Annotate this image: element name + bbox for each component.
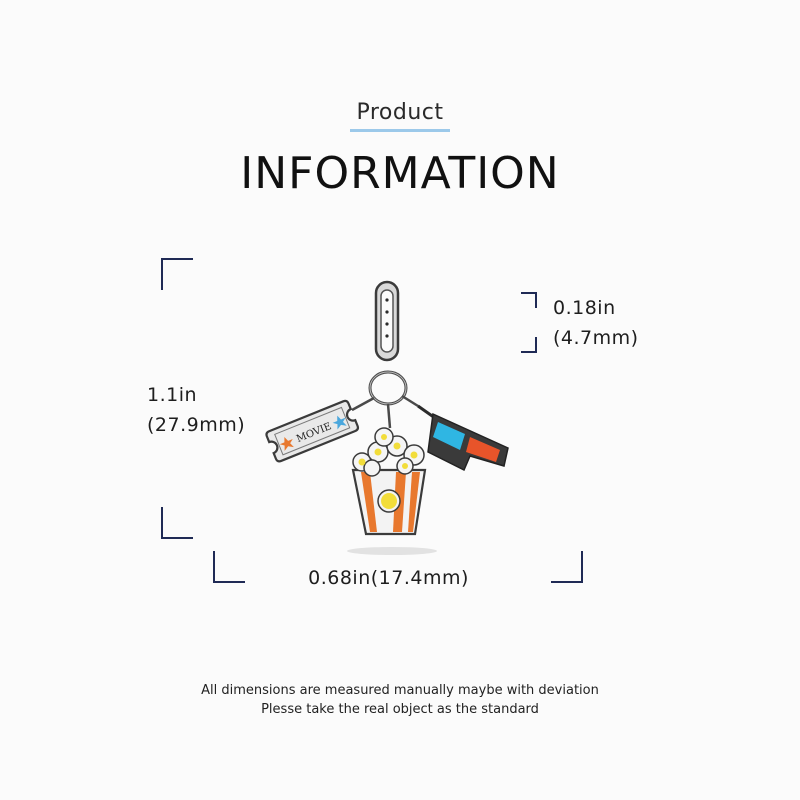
- bail-inches: 0.18in: [553, 297, 616, 319]
- product-subtitle: Product: [356, 100, 444, 125]
- bail-bracket-bottom: [521, 337, 537, 353]
- height-dimension: 1.1in (27.9mm): [147, 380, 245, 440]
- height-bracket-top: [161, 258, 193, 290]
- bail: [374, 280, 400, 362]
- page-title: INFORMATION: [240, 148, 560, 199]
- width-bracket-left: [213, 551, 245, 583]
- disclaimer-line-1: All dimensions are measured manually may…: [201, 683, 599, 698]
- 3d-glasses-charm: [417, 404, 509, 472]
- height-inches: 1.1in: [147, 384, 198, 406]
- bail-dimension: 0.18in (4.7mm): [553, 293, 639, 353]
- disclaimer-line-2: Plesse take the real object as the stand…: [261, 702, 539, 717]
- width-dimension: 0.68in(17.4mm): [308, 567, 469, 589]
- ticket-charm: MOVIE: [265, 399, 360, 463]
- width-bracket-right: [551, 551, 583, 583]
- bail-bracket-top: [521, 292, 537, 308]
- subtitle-underline: [350, 129, 450, 132]
- height-bracket-bottom: [161, 507, 193, 539]
- height-millimeters: (27.9mm): [147, 414, 246, 436]
- popcorn-charm: [351, 427, 427, 536]
- bail-millimeters: (4.7mm): [553, 327, 639, 349]
- charm-shadow: [347, 547, 437, 555]
- measurement-disclaimer: All dimensions are measured manually may…: [0, 681, 800, 719]
